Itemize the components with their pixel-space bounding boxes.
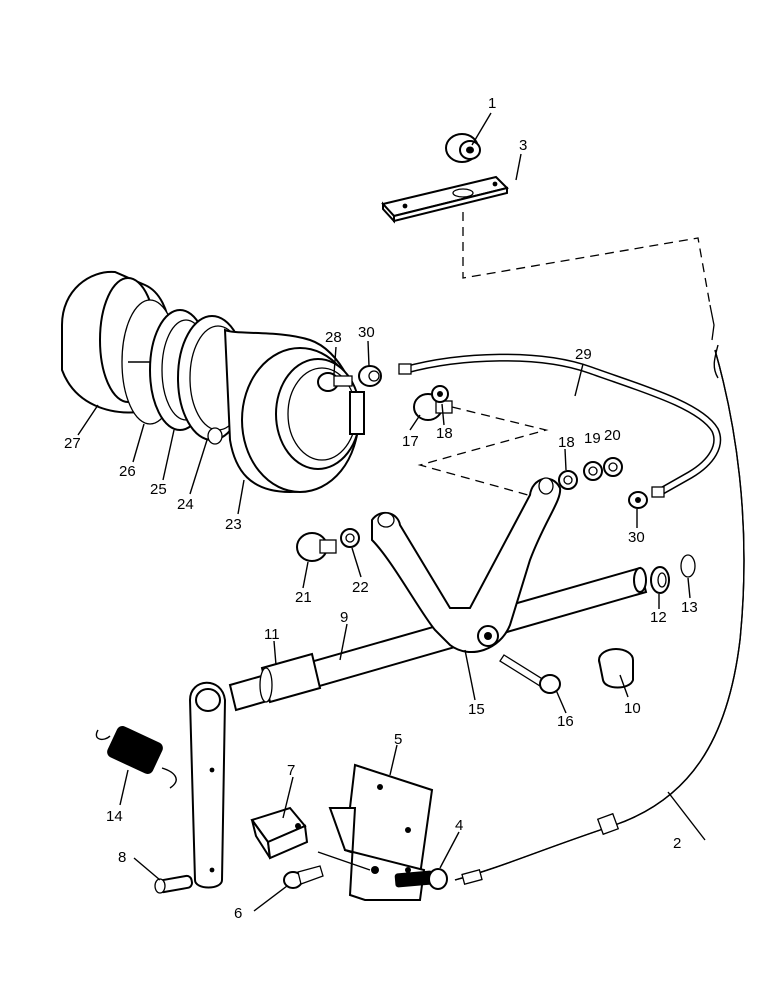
leader-lines	[77, 112, 706, 912]
callout-15: 15	[468, 701, 485, 718]
callout-12: 12	[650, 609, 667, 626]
callout-29: 29	[575, 346, 592, 363]
part-18-washer-lower	[558, 470, 578, 490]
callout-4: 4	[455, 817, 463, 834]
callout-17: 17	[402, 433, 419, 450]
callout-labels: 1 2 3 4 5 6 7 8 9 10 11 12 13 14 15 16 1…	[64, 95, 698, 922]
callout-27: 27	[64, 435, 81, 452]
callout-18b: 18	[558, 434, 575, 451]
part-6-bolt	[283, 865, 324, 889]
callout-7: 7	[287, 762, 295, 779]
callout-5: 5	[394, 731, 402, 748]
part-3-plate	[381, 175, 509, 224]
guide-line-plate-cable	[462, 212, 711, 306]
callout-30b: 30	[628, 529, 645, 546]
callout-18a: 18	[436, 425, 453, 442]
callout-11: 11	[264, 626, 280, 643]
callout-26: 26	[119, 463, 136, 480]
callout-28: 28	[325, 329, 342, 346]
part-14-spring	[95, 726, 177, 789]
callout-8: 8	[118, 849, 126, 866]
part-15-release-fork	[371, 477, 562, 654]
part-18-washer-upper	[431, 385, 449, 403]
part-12-washer	[650, 566, 670, 594]
callout-6: 6	[234, 905, 242, 922]
callout-1: 1	[488, 95, 496, 112]
part-23-release-bearing	[207, 328, 365, 494]
lever-arm	[188, 681, 227, 889]
part-28-bolt	[317, 372, 353, 392]
callout-22: 22	[352, 579, 369, 596]
part-21-bolt	[296, 532, 337, 562]
part-29-pipe	[398, 353, 722, 498]
callout-14: 14	[106, 808, 123, 825]
part-30-nut-lower	[628, 491, 648, 509]
callout-19: 19	[584, 430, 601, 447]
part-2-control-cable	[454, 304, 745, 885]
part-22-lock-washer	[340, 528, 360, 548]
part-1-bush	[445, 133, 481, 163]
part-5-bracket	[328, 763, 434, 901]
part-10-sleeve	[598, 648, 634, 689]
callout-23: 23	[225, 516, 242, 533]
callout-20: 20	[604, 427, 621, 444]
callout-10: 10	[624, 700, 641, 717]
callout-3: 3	[519, 137, 527, 154]
part-11-bush	[259, 652, 322, 704]
callout-30a: 30	[358, 324, 375, 341]
callout-16: 16	[557, 713, 574, 730]
callout-13: 13	[681, 599, 698, 616]
callout-9: 9	[340, 609, 348, 626]
callout-25: 25	[150, 481, 167, 498]
callout-2: 2	[673, 835, 681, 852]
part-17-bolt	[413, 393, 453, 421]
part-4-adjuster	[317, 851, 448, 890]
callout-21: 21	[295, 589, 312, 606]
part-20-washer	[603, 457, 623, 477]
guide-line-bolt-arm	[417, 406, 549, 496]
part-13-circlip	[680, 554, 696, 578]
part-7-clevis	[250, 806, 309, 860]
part-8-pin	[154, 874, 193, 894]
part-30-nut-upper	[358, 365, 382, 387]
part-16-bolt	[499, 654, 561, 694]
callout-24: 24	[177, 496, 194, 513]
part-19-washer	[583, 461, 603, 481]
